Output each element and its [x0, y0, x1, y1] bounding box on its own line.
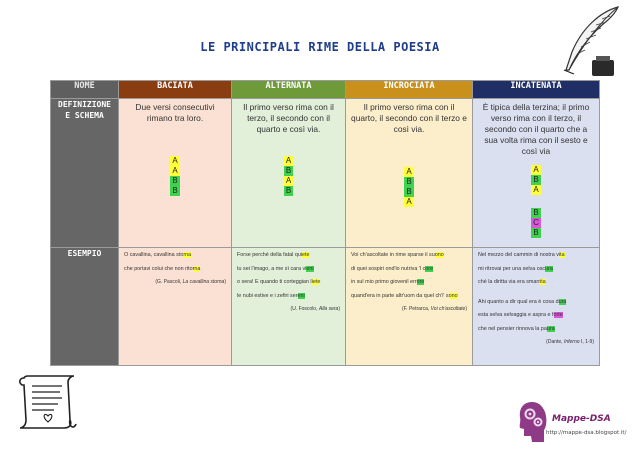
example-line: ché la diritta via era smarrita — [478, 279, 546, 285]
scheme-alternata: A B A B — [232, 156, 345, 196]
header-baciata: BACIATA — [118, 80, 232, 99]
definition-incrociata: Il primo verso rima con il quarto, il se… — [351, 102, 467, 134]
scheme-letter: C — [531, 218, 541, 228]
row-label-definizione: DEFINIZIONE E SCHEMA — [50, 98, 119, 248]
logo-url: http://mappe-dsa.blogspot.it/ — [546, 430, 627, 436]
scheme-letter: A — [283, 156, 294, 166]
cell-definizione-incatenata: È tipica della terzina; il primo verso r… — [472, 98, 600, 248]
cell-esempio-incrociata: Voi ch'ascoltate in rime sparse il suono… — [345, 247, 473, 366]
example-citation: (Dante, Inferno I, 1-9) — [546, 339, 594, 345]
definition-alternata: Il primo verso rima con il terzo, il sec… — [243, 102, 334, 134]
example-line: che nel pensier rinnova la paura — [478, 325, 555, 332]
cell-definizione-incrociata: Il primo verso rima con il quarto, il se… — [345, 98, 473, 248]
cell-definizione-baciata: Due versi consecutivi rimano tra loro. A… — [118, 98, 232, 248]
example-line: esta selva selvaggia e aspra e forte — [478, 312, 563, 318]
header-incrociata: INCROCIATA — [345, 80, 473, 99]
page-title: LE PRINCIPALI RIME DELLA POESIA — [200, 40, 440, 54]
scheme-incatenata: A B A B C B — [473, 165, 599, 238]
scheme-letter: B — [170, 176, 180, 186]
rhymes-table: NOME BACIATA ALTERNATA INCROCIATA INCATE… — [50, 80, 600, 366]
cell-esempio-baciata: O cavallina, cavallina storna che portav… — [118, 247, 232, 366]
example-alternata: Forse perché della fatal quiete tu sei l… — [232, 248, 345, 317]
cell-esempio-alternata: Forse perché della fatal quiete tu sei l… — [231, 247, 346, 366]
scheme-letter: B — [531, 175, 541, 185]
scheme-letter: B — [531, 208, 541, 218]
cell-esempio-incatenata: Nel mezzo del cammin di nostra vita mi r… — [472, 247, 600, 366]
example-line: Forse perché della fatal quiete — [237, 252, 310, 258]
example-line: le nubi estive e i zefiri sereni — [237, 292, 305, 299]
brain-gears-icon — [519, 402, 547, 442]
scheme-letter: A — [170, 166, 180, 176]
example-citation: (G. Pascoli, La cavallina storna) — [155, 279, 226, 285]
example-line: Voi ch'ascoltate in rime sparse il suono — [351, 252, 444, 258]
scheme-letter: A — [283, 176, 294, 186]
logo-name: Mappe-DSA — [552, 414, 611, 424]
quill-ink-icon — [563, 6, 620, 76]
example-line: in sul mio primo giovenil errore — [351, 279, 425, 285]
example-line: quand'era in parte altr'uom da quel ch'i… — [351, 292, 458, 299]
scheme-letter: B — [404, 177, 414, 187]
definition-incatenata: È tipica della terzina; il primo verso r… — [482, 102, 590, 156]
scheme-letter: A — [170, 156, 180, 166]
example-incatenata: Nel mezzo del cammin di nostra vita mi r… — [473, 248, 599, 350]
example-incrociata: Voi ch'ascoltate in rime sparse il suono… — [346, 248, 472, 317]
header-nome: NOME — [50, 80, 119, 99]
example-line: Ahi quanto a dir qual era è cosa dura — [478, 298, 567, 305]
example-line: tu sei l'imago, a me sì cara vieni — [237, 265, 314, 272]
scheme-baciata: A A B B — [119, 156, 231, 196]
scheme-letter: A — [531, 165, 541, 175]
header-incatenata: INCATENATA — [472, 80, 600, 99]
example-line: di quei sospiri ond'io nutriva 'l core — [351, 265, 434, 272]
example-line: mi ritrovai per una selva oscura — [478, 265, 553, 272]
example-citation: (U. Foscolo, Alla sera) — [290, 306, 340, 312]
example-line: O cavallina, cavallina storna — [124, 252, 192, 258]
scheme-letter: B — [283, 166, 294, 176]
scheme-letter: B — [531, 228, 541, 238]
scheme-letter: B — [404, 187, 414, 197]
scheme-letter: B — [283, 186, 294, 196]
mappe-dsa-logo: Mappe-DSA http://mappe-dsa.blogspot.it/ — [512, 398, 632, 450]
row-label-esempio: ESEMPIO — [50, 247, 119, 366]
definition-baciata: Due versi consecutivi rimano tra loro. — [135, 102, 215, 123]
cell-definizione-alternata: Il primo verso rima con il terzo, il sec… — [231, 98, 346, 248]
scroll-icon — [19, 375, 77, 429]
scheme-incrociata: A B B A — [346, 167, 472, 207]
example-citation: (F. Petrarca, Voi ch'ascoltate) — [402, 306, 467, 312]
header-alternata: ALTERNATA — [231, 80, 346, 99]
example-line: o sera! E quando ti corteggian liete — [237, 279, 321, 285]
scheme-letter: A — [531, 185, 541, 195]
scheme-letter: A — [404, 197, 414, 207]
scheme-letter: A — [404, 167, 414, 177]
example-line: che portavi colui che non ritorna — [124, 265, 201, 272]
example-baciata: O cavallina, cavallina storna che portav… — [119, 248, 231, 290]
scheme-letter: B — [170, 186, 180, 196]
example-line: Nel mezzo del cammin di nostra vita — [478, 252, 565, 258]
